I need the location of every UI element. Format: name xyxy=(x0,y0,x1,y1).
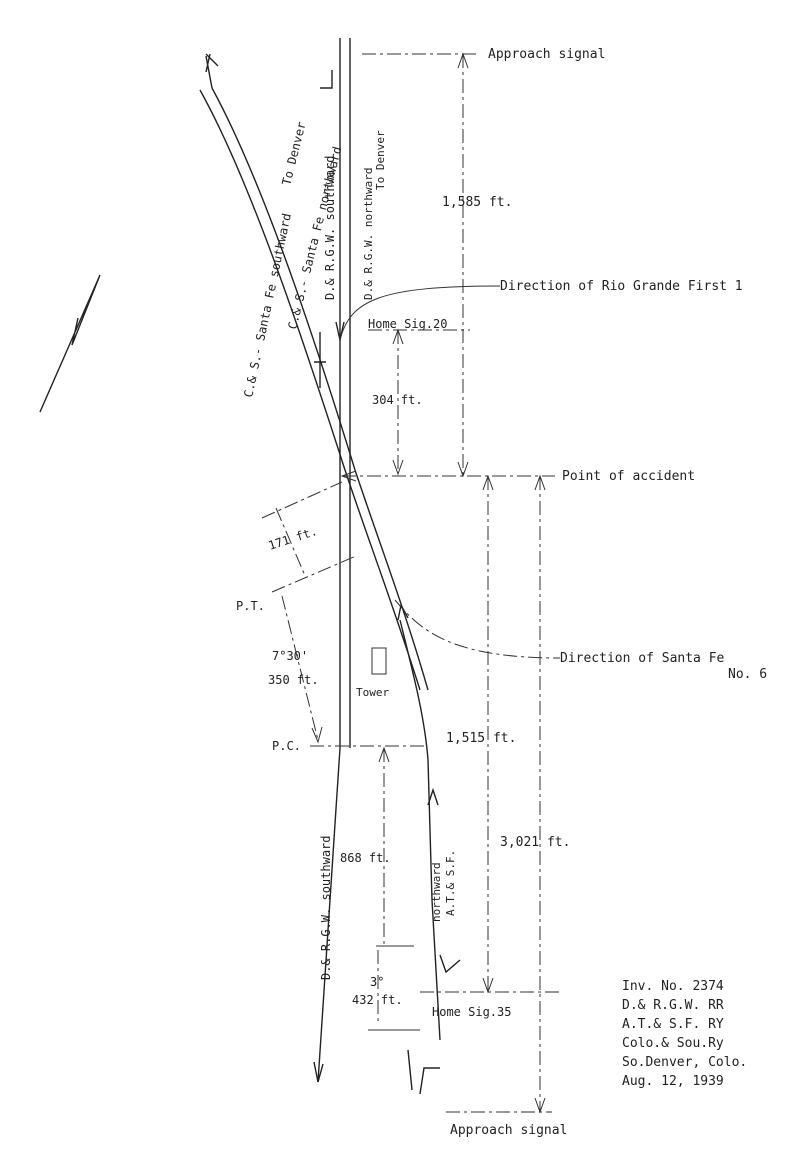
santa-fe-direction-no: No. 6 xyxy=(728,667,767,682)
caption-line-6: Aug. 12, 1939 xyxy=(622,1074,724,1089)
drgw-northward-top-label: D.& R.G.W. northward xyxy=(362,168,375,300)
pc-label: P.C. xyxy=(272,739,301,753)
north-arrow xyxy=(39,274,101,413)
caption-line-2: D.& R.G.W. RR xyxy=(622,998,724,1013)
approach-signal-top xyxy=(320,70,333,89)
caption-line-3: A.T.& S.F. RY xyxy=(622,1017,724,1032)
approach-signal-bottom xyxy=(407,1049,440,1095)
caption-line-5: So.Denver, Colo. xyxy=(622,1055,747,1070)
tower-box xyxy=(371,647,387,675)
santa-fe-north-arrow-line xyxy=(205,55,213,89)
rio-grande-direction-label: Direction of Rio Grande First 1 xyxy=(500,279,743,294)
atsf-northward-label: northward xyxy=(430,862,443,922)
rio-grande-direction-curve xyxy=(339,285,501,341)
home-signal-35 xyxy=(439,954,461,974)
distance-1515: 1,515 ft. xyxy=(446,731,516,746)
atsf-north-arrow-2 xyxy=(427,787,439,806)
drgw-southward-track xyxy=(317,38,341,1083)
drgw-southward-bottom-label: D.& R.G.W. southward xyxy=(319,836,333,981)
cs-santa-fe-southward-label: C.& S.- Santa Fe southward xyxy=(241,212,294,399)
caption-line-4: Colo.& Sou.Ry xyxy=(622,1036,724,1051)
tower-label: Tower xyxy=(356,686,389,699)
atsf-name-label: A.T.& S.F. xyxy=(444,850,457,916)
approach-signal-top-label: Approach signal xyxy=(488,47,605,62)
distance-1585: 1,585 ft. xyxy=(442,195,512,210)
pt-label: P.T. xyxy=(236,599,265,613)
distance-3021: 3,021 ft. xyxy=(500,835,570,850)
dimension-lines xyxy=(261,52,560,1114)
cs-santa-fe-tracks xyxy=(199,53,429,691)
atsf-track xyxy=(397,602,441,1041)
curve-3-label: 3° xyxy=(370,975,384,989)
atsf-northward-track xyxy=(399,619,441,1041)
atsf-north-arrow-1 xyxy=(397,602,409,621)
distance-304: 304 ft. xyxy=(372,393,423,407)
to-denver-right-label: To Denver xyxy=(374,130,387,190)
home-signal-20 xyxy=(314,332,326,388)
home-sig-35-label: Home Sig.35 xyxy=(432,1005,511,1019)
drgw-southward-top-label: D.& R.G.W. southward xyxy=(323,156,337,301)
santa-fe-direction-label: Direction of Santa Fe xyxy=(560,651,725,666)
distance-171: 171 ft. xyxy=(267,524,319,553)
distance-432: 432 ft. xyxy=(352,993,403,1007)
point-of-accident-label: Point of accident xyxy=(562,469,695,484)
home-sig-20-label: Home Sig.20 xyxy=(368,317,447,331)
distance-868: 868 ft. xyxy=(340,851,391,865)
approach-signal-bottom-label: Approach signal xyxy=(450,1123,567,1138)
curve-7-30-label: 7°30' xyxy=(272,649,308,663)
santa-fe-direction-curve xyxy=(394,599,561,659)
caption-line-1: Inv. No. 2374 xyxy=(622,979,724,994)
distance-350: 350 ft. xyxy=(268,673,319,687)
to-denver-left-label: To Denver xyxy=(279,120,308,186)
caption-block: Inv. No. 2374 D.& R.G.W. RR A.T.& S.F. R… xyxy=(622,979,747,1089)
cs-santa-fe-southward-track xyxy=(199,89,421,691)
drgw-south-arrow-2 xyxy=(313,1061,324,1083)
